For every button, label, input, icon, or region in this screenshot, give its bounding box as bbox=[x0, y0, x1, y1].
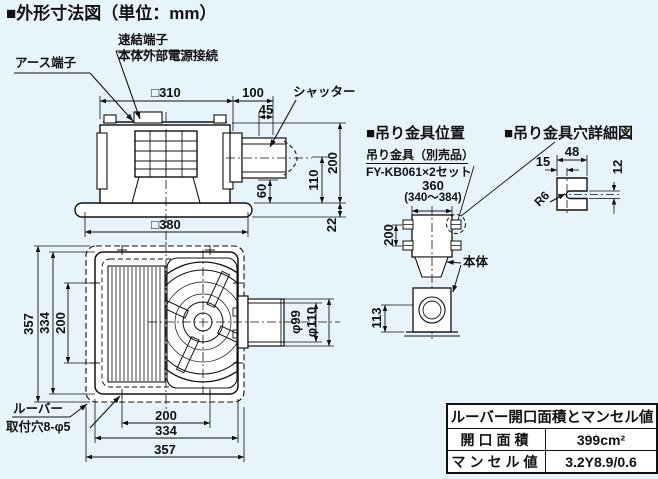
dim-360: 360 bbox=[422, 178, 444, 193]
dim-48: 48 bbox=[564, 144, 580, 159]
bottom-view bbox=[85, 242, 340, 410]
dim-phi110: φ110 bbox=[304, 306, 320, 338]
table-row: 開口面積 399cm² bbox=[448, 428, 656, 450]
spec-row-label: 開口面積 bbox=[448, 429, 546, 450]
table-row: マンセル値 3.2Y8.9/0.6 bbox=[448, 450, 656, 472]
dim-b334: 334 bbox=[155, 423, 177, 438]
dim-12: 12 bbox=[610, 159, 626, 175]
hanger-position-view bbox=[366, 141, 556, 340]
spec-row-value: 3.2Y8.9/0.6 bbox=[565, 453, 637, 470]
page-title: ■外形寸法図（単位：mm） bbox=[6, 4, 217, 23]
hanger-note-2: FY-KB061×2セット bbox=[366, 165, 472, 179]
dim-45: 45 bbox=[258, 102, 274, 117]
hanger-position-heading: ■吊り金具位置 bbox=[366, 125, 466, 142]
dim-113: 113 bbox=[369, 307, 385, 329]
earth-terminal-label: アース端子 bbox=[15, 56, 77, 70]
dim-height-200: 200 bbox=[325, 152, 341, 174]
dim-height-60: 60 bbox=[254, 183, 270, 199]
hanger-dimensions bbox=[381, 206, 462, 333]
spec-row-label: マンセル値 bbox=[448, 451, 546, 472]
dim-v200: 200 bbox=[53, 312, 69, 334]
dim-louver-width: □380 bbox=[151, 217, 181, 232]
dim-phi99: φ99 bbox=[288, 310, 304, 334]
shutter-label: シャッター bbox=[293, 85, 356, 99]
spec-row-value: 399cm² bbox=[576, 431, 626, 448]
dim-b200: 200 bbox=[155, 408, 177, 423]
external-power-label: 本体外部電源接続 bbox=[118, 49, 219, 63]
dim-360-range: (340～384) bbox=[404, 192, 462, 204]
dim-15: 15 bbox=[535, 154, 551, 169]
louver-spec-table: ルーバー開口面積とマンセル値 開口面積 399cm² マンセル値 3.2Y8.9… bbox=[446, 403, 658, 474]
dim-height-110: 110 bbox=[306, 169, 322, 191]
mount-hole-marks bbox=[90, 245, 243, 399]
louver-label: ルーバー bbox=[13, 402, 63, 416]
mount-holes-label: 取付穴8-φ5 bbox=[6, 420, 71, 434]
dim-height-22: 22 bbox=[324, 217, 340, 233]
hole-detail-dimensions bbox=[545, 155, 620, 214]
dim-duct-length: 100 bbox=[242, 85, 264, 100]
side-view bbox=[74, 111, 312, 242]
bottom-view-dimensions bbox=[12, 245, 334, 462]
dim-v334: 334 bbox=[37, 312, 53, 334]
body-label: 本体 bbox=[463, 255, 489, 269]
side-view-dimensions bbox=[14, 50, 346, 237]
hanger-note-1: 吊り金具（別売品） bbox=[366, 148, 475, 162]
dim-b357: 357 bbox=[154, 442, 176, 457]
spec-table-title: ルーバー開口面積とマンセル値 bbox=[450, 410, 654, 426]
dim-top-width: □310 bbox=[151, 85, 181, 100]
quick-terminal-label: 速結端子 bbox=[118, 33, 169, 47]
dim-v357: 357 bbox=[21, 313, 37, 335]
hole-detail-heading: ■吊り金具穴詳細図 bbox=[504, 125, 634, 142]
dim-hanger-200: 200 bbox=[381, 224, 397, 246]
hole-detail-view bbox=[556, 168, 622, 216]
